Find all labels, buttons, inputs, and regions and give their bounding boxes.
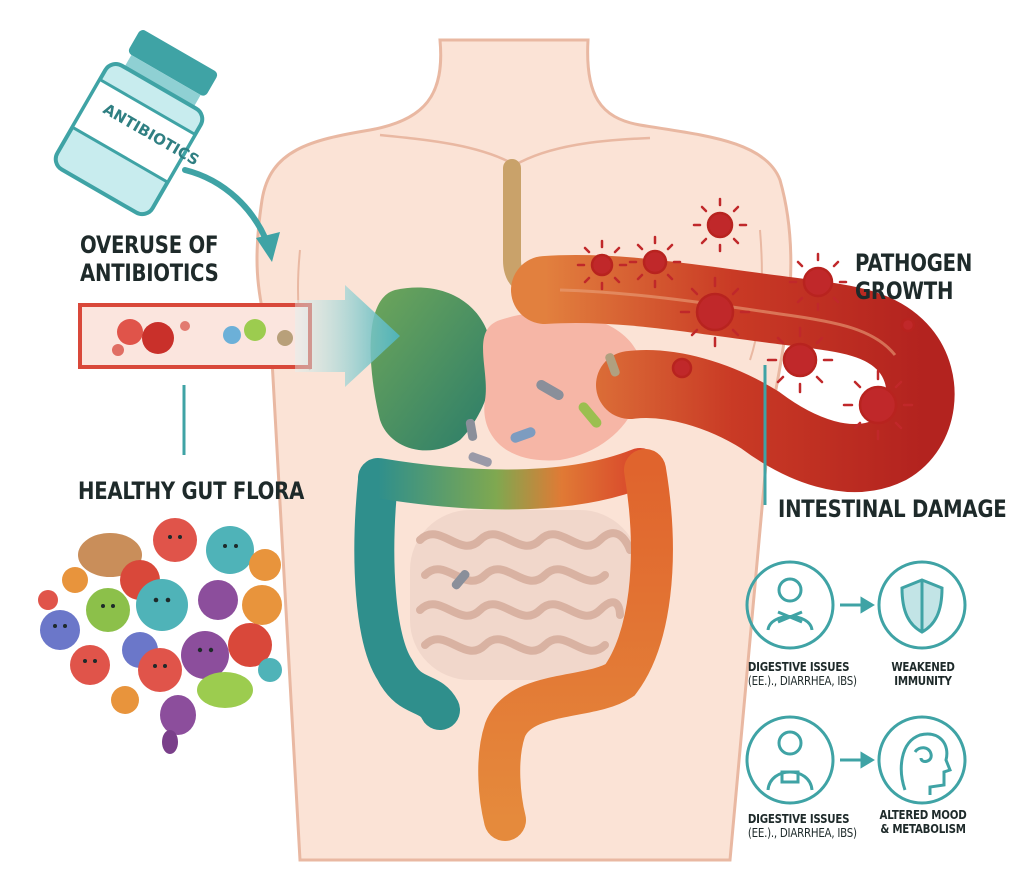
curved-arrow xyxy=(182,167,271,248)
stomach xyxy=(370,287,493,451)
arrow-1-icon xyxy=(840,596,875,614)
flora-label: HEALTHY GUT FLORA xyxy=(78,477,305,505)
pink-organ xyxy=(483,312,642,461)
vessel-tube xyxy=(78,303,312,369)
shield-icon xyxy=(877,560,967,650)
antibiotics-bottle-icon xyxy=(53,30,218,217)
gut-bacteria xyxy=(451,353,620,590)
damage-label: INTESTINAL DAMAGE xyxy=(778,495,1007,523)
overuse-label: OVERUSE OF ANTIBIOTICS xyxy=(80,231,219,287)
large-intestine xyxy=(354,448,673,841)
person-pain-icon xyxy=(745,560,835,650)
arrow-2-icon xyxy=(840,751,875,769)
brain-head-icon xyxy=(877,715,967,805)
effect-2-cause-label: DIGESTIVE ISSUES(ee.)., Diarrhea, IBS) xyxy=(747,811,857,841)
effect-2-result-label: ALTERED MOOD& METABOLISM xyxy=(879,807,967,837)
healthy-flora-cluster xyxy=(38,518,282,754)
person-icon xyxy=(745,715,835,805)
small-intestine xyxy=(410,510,640,680)
flow-arrow xyxy=(295,285,400,387)
pathogen-label: PATHOGEN GROWTH xyxy=(855,249,973,305)
pathogen-cluster xyxy=(576,197,916,441)
effect-1-cause-label: DIGESTIVE ISSUES(ee.)., Diarrhea, IBS) xyxy=(747,659,857,689)
